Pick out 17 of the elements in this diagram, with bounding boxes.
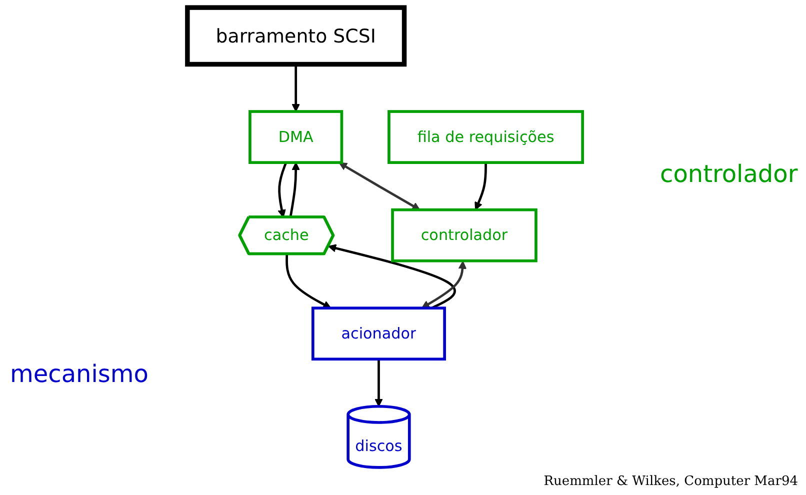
arrow	[421, 260, 467, 308]
arrow	[374, 359, 383, 407]
node-box: DMA	[248, 110, 344, 164]
node-box: controlador	[391, 208, 538, 262]
arrow	[292, 64, 300, 112]
arrow	[278, 162, 288, 218]
arrow	[289, 162, 300, 218]
arrow	[474, 162, 487, 210]
group-label: controlador	[660, 160, 798, 188]
arrow	[328, 244, 456, 310]
citation-text: Ruemmler & Wilkes, Computer Mar94	[544, 474, 798, 489]
arrow	[286, 254, 332, 308]
arrow	[338, 162, 420, 210]
group-label: mecanismo	[10, 360, 148, 388]
node-box: barramento SCSI	[185, 5, 407, 67]
node-box: fila de requisições	[388, 110, 584, 164]
node-box: acionador	[312, 306, 446, 361]
